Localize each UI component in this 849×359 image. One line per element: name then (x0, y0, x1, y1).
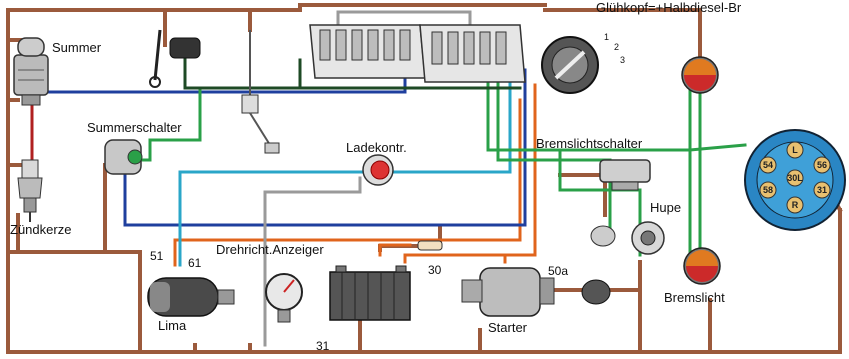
lima-component (147, 277, 235, 317)
diagram-title: Glühkopf=+Halbdiesel-Br (596, 0, 742, 15)
bremslicht-lamp (683, 247, 721, 285)
socket-pin-r: R (792, 200, 799, 210)
zuendkerze-component (17, 159, 43, 222)
selector-pos-1: 1 (604, 32, 609, 42)
green-wires (128, 78, 747, 257)
socket-pin-31: 31 (817, 185, 827, 195)
selector-pos-3: 3 (620, 55, 625, 65)
terminal-30: 30 (428, 263, 442, 277)
socket-pin-l: L (792, 145, 798, 155)
summerschalter-component (104, 139, 143, 175)
terminal-51: 51 (150, 249, 164, 263)
trailer-socket: L 54 58 56 31 R 30L (744, 129, 846, 231)
fuse-box-left (309, 24, 426, 79)
label-zuendkerze: Zündkerze (10, 222, 71, 237)
dark-wires (183, 58, 522, 90)
brown-harness (6, 3, 843, 354)
label-bremslicht: Bremslicht (664, 290, 725, 305)
orange-wires (173, 83, 537, 267)
socket-pin-54: 54 (763, 160, 773, 170)
terminal-50a: 50a (548, 264, 568, 278)
label-ladekontr: Ladekontr. (346, 140, 407, 155)
battery-component (329, 265, 411, 321)
socket-pin-58: 58 (763, 185, 773, 195)
label-hupe: Hupe (650, 200, 681, 215)
bremslichtschalter-component (599, 159, 651, 191)
terminal-31: 31 (316, 339, 330, 353)
summer-component (13, 37, 49, 106)
fuse-box-right (419, 24, 526, 83)
hupe-component (631, 221, 665, 255)
label-summerschalter: Summerschalter (87, 120, 182, 135)
drehricht-gauge (265, 273, 303, 323)
socket-pin-56: 56 (817, 160, 827, 170)
socket-pin-30l: 30L (787, 173, 803, 183)
ladekontr-lamp (362, 154, 394, 186)
rear-lamp-top (681, 56, 719, 94)
label-starter: Starter (488, 320, 528, 335)
relay-50a-component (581, 279, 611, 305)
small-lamp-component (590, 225, 616, 247)
inline-fuse (417, 240, 443, 251)
label-summer: Summer (52, 40, 102, 55)
starter-component (461, 267, 555, 317)
label-bremslichtschalter: Bremslichtschalter (536, 136, 643, 151)
gray-wires (263, 10, 472, 347)
wires (6, 3, 843, 354)
label-drehricht: Drehricht.Anzeiger (216, 242, 324, 257)
ignition-key-component (149, 29, 201, 88)
terminal-61: 61 (188, 256, 202, 270)
selector-pos-2: 2 (614, 42, 619, 52)
hanging-plug-component (241, 30, 280, 154)
cyan-wires (178, 73, 512, 267)
rotary-selector-component: 1 2 3 (541, 32, 625, 94)
label-lima: Lima (158, 318, 187, 333)
